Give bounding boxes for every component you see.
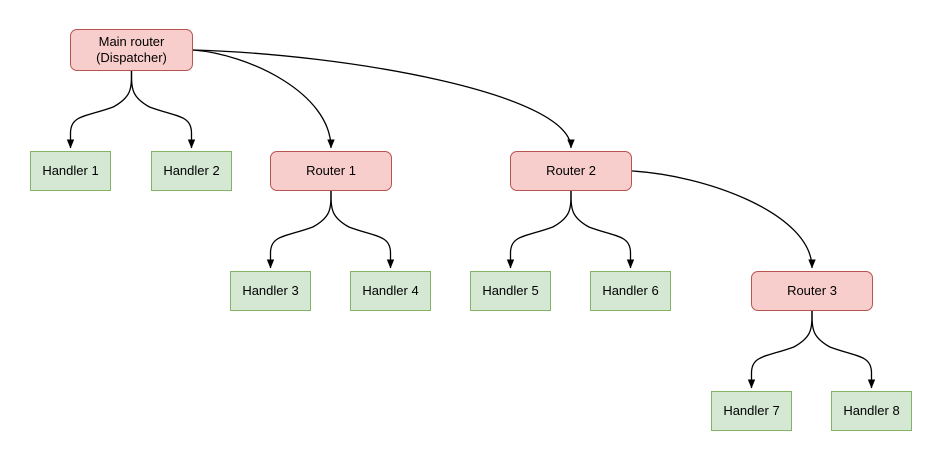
node-router-2: Router 2 xyxy=(510,151,632,191)
edge-main-router-to-router-1 xyxy=(192,49,335,149)
node-main-router: Main router (Dispatcher) xyxy=(70,29,193,71)
edge-router-3-to-handler-8 xyxy=(811,310,876,389)
node-label: Handler 8 xyxy=(843,402,900,418)
node-handler-1: Handler 1 xyxy=(30,151,111,191)
node-router-3: Router 3 xyxy=(751,271,873,311)
node-handler-2: Handler 2 xyxy=(151,151,232,191)
edge-router-2-to-router-3 xyxy=(631,170,816,269)
edge-router-2-to-handler-6 xyxy=(570,190,635,269)
edge-main-router-to-handler-2 xyxy=(130,70,196,149)
node-label: Handler 7 xyxy=(723,402,780,418)
node-handler-4: Handler 4 xyxy=(350,271,431,311)
edge-main-router-to-router-2 xyxy=(192,49,575,149)
node-handler-7: Handler 7 xyxy=(711,391,792,431)
node-label: Handler 5 xyxy=(482,282,539,298)
node-label: Handler 3 xyxy=(242,282,299,298)
edge-group xyxy=(66,49,876,389)
node-label: Router 3 xyxy=(787,282,837,298)
node-handler-3: Handler 3 xyxy=(230,271,311,311)
node-label: Handler 1 xyxy=(42,162,99,178)
edge-router-1-to-handler-3 xyxy=(266,190,332,269)
node-label: Handler 4 xyxy=(362,282,419,298)
node-label: Handler 2 xyxy=(163,162,220,178)
node-handler-6: Handler 6 xyxy=(590,271,671,311)
node-handler-5: Handler 5 xyxy=(470,271,551,311)
node-label: Handler 6 xyxy=(602,282,659,298)
node-handler-8: Handler 8 xyxy=(831,391,912,431)
node-label: Main router (Dispatcher) xyxy=(96,33,167,65)
edge-router-3-to-handler-7 xyxy=(747,310,813,389)
node-label: Router 1 xyxy=(306,162,356,178)
edge-router-1-to-handler-4 xyxy=(330,190,395,269)
node-router-1: Router 1 xyxy=(270,151,392,191)
edge-main-router-to-handler-1 xyxy=(66,70,133,149)
node-label: Router 2 xyxy=(546,162,596,178)
edge-router-2-to-handler-5 xyxy=(506,190,572,269)
